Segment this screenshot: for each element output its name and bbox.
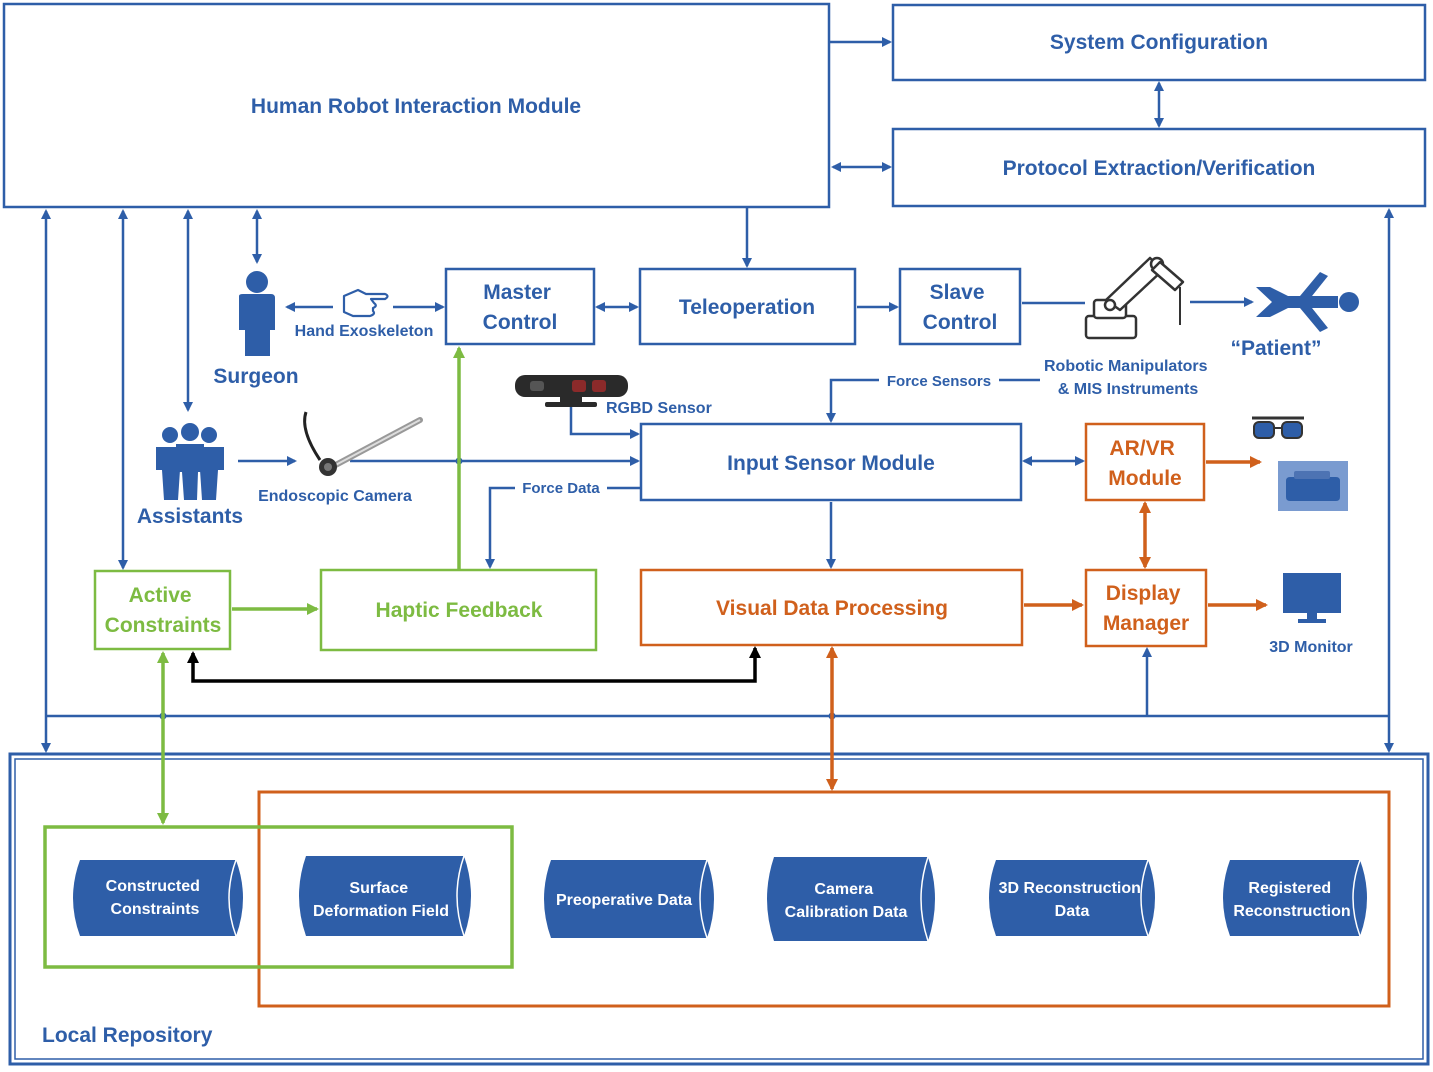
display-manager-box — [1084, 568, 1208, 648]
slave-line1: Slave — [930, 281, 985, 304]
local-repository-inner — [14, 758, 1424, 1060]
repo6-line2: Reconstruction — [1233, 903, 1350, 920]
teleoperation-box — [638, 267, 857, 346]
repo-preoperative-data: Preoperative Data — [544, 859, 714, 939]
repo5-line2: Data — [1055, 903, 1090, 920]
arvr-box — [1084, 422, 1206, 502]
hri-module-box — [2, 2, 831, 209]
repo6-line1: Registered — [1248, 880, 1331, 897]
force-sensors-label: Force Sensors — [887, 373, 991, 390]
hand-exoskeleton-label: Hand Exoskeleton — [295, 323, 434, 340]
active-constraints-box — [93, 569, 232, 651]
display-line1: Display — [1106, 582, 1181, 605]
assistants-label: Assistants — [137, 505, 243, 528]
svg-text:3D Reconstruction Data: 3D Reconstruction Data — [999, 880, 1146, 920]
rgbd-sensor-label: RGBD Sensor — [606, 400, 712, 417]
person-icon — [239, 271, 275, 356]
group-icon — [156, 423, 224, 500]
repo-3d-reconstruction: 3D Reconstruction Data — [989, 859, 1155, 937]
black-connector — [187, 646, 761, 683]
repo-registered-reconstruction: Registered Reconstruction — [1223, 859, 1367, 937]
blue-connectors — [41, 37, 1394, 753]
visual-label: Visual Data Processing — [716, 597, 948, 620]
repo4-line2: Calibration Data — [785, 904, 908, 921]
hri-module-label: Human Robot Interaction Module — [251, 95, 581, 118]
local-repository-outer — [8, 752, 1430, 1066]
green-group-box — [43, 825, 514, 969]
haptic-label: Haptic Feedback — [376, 599, 543, 622]
endoscope-icon — [303, 411, 423, 476]
repo1-line1: Constructed — [106, 878, 200, 895]
visual-box — [639, 568, 1024, 647]
active-line1: Active — [129, 584, 192, 607]
active-constraints-label: Active Constraints — [105, 584, 222, 637]
repo5-line1: 3D Reconstruction — [999, 880, 1141, 897]
teleoperation-label: Teleoperation — [679, 296, 815, 319]
repository-items: Constructed Constraints Surface Deformat… — [73, 855, 1367, 942]
protocol-label: Protocol Extraction/Verification — [1003, 157, 1316, 180]
repo-constructed-constraints: Constructed Constraints — [73, 859, 243, 937]
robotic-line2: & MIS Instruments — [1058, 381, 1199, 398]
input-sensor-label: Input Sensor Module — [727, 452, 935, 475]
local-repository-label: Local Repository — [42, 1024, 213, 1047]
master-control-box — [444, 267, 596, 346]
slave-line2: Control — [923, 311, 998, 334]
patient-icon — [1256, 272, 1359, 332]
repo-camera-calibration: Camera Calibration Data — [767, 856, 935, 942]
vr-headset-icon — [1278, 461, 1348, 511]
active-line2: Constraints — [105, 614, 222, 637]
svg-text:Surface Deformation Fi: Surface Deformation Field — [313, 880, 449, 920]
protocol-box — [891, 127, 1427, 208]
endoscopic-camera-label: Endoscopic Camera — [258, 488, 412, 505]
hand-icon — [342, 288, 389, 318]
repo-surface-deformation: Surface Deformation Field — [299, 855, 471, 937]
arvr-line2: Module — [1108, 467, 1182, 490]
orange-group-box — [257, 790, 1391, 1008]
repo1-line2: Constraints — [111, 901, 200, 918]
arvr-label: AR/VR Module — [1108, 437, 1182, 490]
monitor-icon — [1283, 573, 1341, 623]
arvr-line1: AR/VR — [1109, 437, 1174, 460]
orange-connectors — [826, 456, 1268, 791]
repo3-line1: Preoperative Data — [556, 892, 692, 909]
robotic-label: Robotic Manipulators & MIS Instruments — [1044, 358, 1212, 398]
ar-glasses-icon — [1252, 416, 1304, 439]
repo4-line1: Camera — [814, 881, 873, 898]
svg-text:Camera Calibration Dat: Camera Calibration Data — [785, 881, 908, 921]
repo2-line1: Surface — [349, 880, 408, 897]
green-connectors — [157, 346, 465, 825]
svg-text:Registered Reconstruct: Registered Reconstruction — [1233, 880, 1350, 920]
system-config-label: System Configuration — [1050, 31, 1268, 54]
display-line2: Manager — [1103, 612, 1189, 635]
repo2-line2: Deformation Field — [313, 903, 449, 920]
svg-text:Constructed Constraint: Constructed Constraints — [106, 878, 205, 918]
monitor-label: 3D Monitor — [1269, 639, 1353, 656]
force-data-label: Force Data — [522, 480, 600, 497]
master-control-label: Master Control — [483, 281, 558, 334]
system-config-box — [891, 3, 1427, 82]
input-sensor-box — [639, 422, 1023, 502]
master-line2: Control — [483, 311, 558, 334]
slave-control-box — [898, 267, 1022, 346]
rgbd-sensor-icon — [515, 375, 628, 407]
robot-arm-icon — [1084, 256, 1185, 340]
patient-label: “Patient” — [1230, 337, 1321, 360]
slave-control-label: Slave Control — [923, 281, 998, 334]
surgeon-label: Surgeon — [213, 365, 298, 388]
robotic-line1: Robotic Manipulators — [1044, 358, 1208, 375]
display-manager-label: Display Manager — [1103, 582, 1189, 635]
master-line1: Master — [483, 281, 551, 304]
